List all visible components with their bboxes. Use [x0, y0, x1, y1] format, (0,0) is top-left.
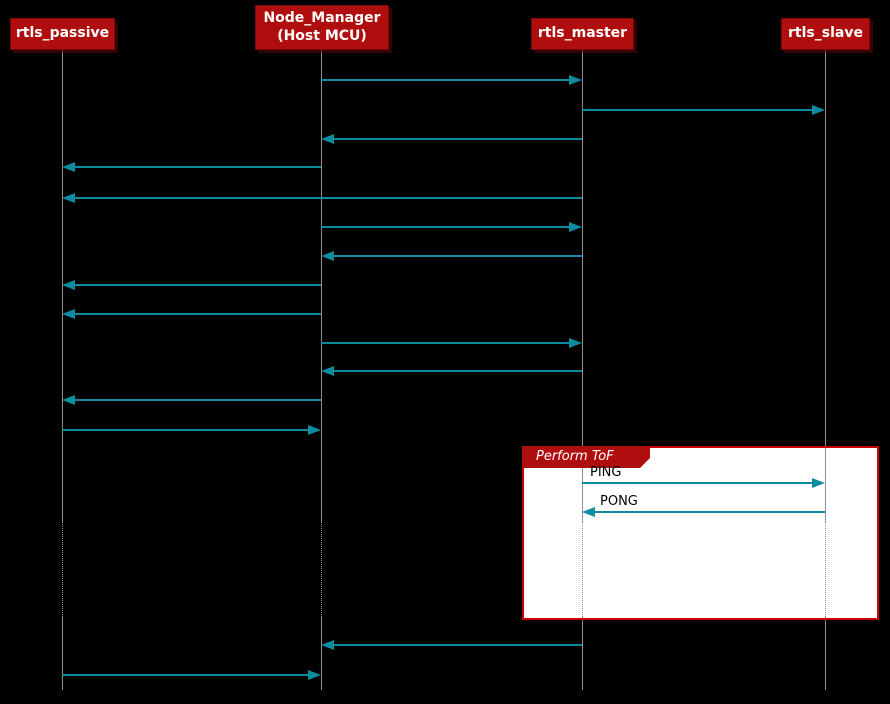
- group-message-arrow-line: [594, 511, 825, 513]
- participant-label-line2: (Host MCU): [277, 27, 367, 44]
- lifeline-delay: [582, 521, 583, 617]
- participant-rtls_master: rtls_master: [531, 18, 634, 50]
- message-arrow-arrowhead: [62, 395, 75, 405]
- group-message-arrow-arrowhead: [812, 478, 825, 488]
- participant-node_manager: Node_Manager(Host MCU): [255, 5, 389, 50]
- participant-rtls_slave: rtls_slave: [781, 18, 870, 50]
- message-arrow-line: [74, 197, 582, 199]
- message-arrow-arrowhead: [321, 640, 334, 650]
- group-message-arrow-arrowhead: [582, 507, 595, 517]
- message-arrow-arrowhead: [62, 162, 75, 172]
- message-arrow-arrowhead: [569, 338, 582, 348]
- group-title: Perform ToF: [536, 449, 614, 464]
- lifeline: [321, 50, 322, 521]
- participant-label: rtls_master: [537, 25, 628, 42]
- message-arrow-arrowhead: [308, 425, 321, 435]
- message-arrow-line: [333, 370, 582, 372]
- message-arrow-line: [62, 429, 309, 431]
- message-arrow-arrowhead: [62, 309, 75, 319]
- message-arrow-arrowhead: [308, 670, 321, 680]
- message-arrow-arrowhead: [62, 193, 75, 203]
- message-arrow-line: [321, 342, 570, 344]
- message-arrow-line: [321, 226, 570, 228]
- message-arrow-line: [74, 399, 321, 401]
- lifeline-delay: [62, 521, 63, 617]
- group-body: [522, 446, 879, 620]
- message-arrow-arrowhead: [569, 75, 582, 85]
- lifeline: [825, 50, 826, 521]
- message-arrow-arrowhead: [321, 251, 334, 261]
- group-message-arrow-line: [582, 482, 813, 484]
- message-arrow-line: [582, 109, 813, 111]
- lifeline: [582, 50, 583, 521]
- message-arrow-line: [62, 674, 309, 676]
- group-title-tab: Perform ToF: [522, 446, 650, 468]
- message-arrow-arrowhead: [321, 134, 334, 144]
- group-message-label: PONG: [600, 494, 638, 509]
- participant-label: rtls_slave: [788, 25, 863, 42]
- participant-rtls_passive: rtls_passive: [10, 18, 115, 50]
- lifeline: [582, 617, 583, 690]
- message-arrow-line: [74, 284, 321, 286]
- message-arrow-line: [74, 313, 321, 315]
- message-arrow-line: [333, 255, 582, 257]
- lifeline-delay: [321, 521, 322, 617]
- participant-label: Node_Manager: [263, 10, 381, 26]
- message-arrow-line: [333, 138, 582, 140]
- message-arrow-line: [321, 79, 570, 81]
- group-message-label: PING: [590, 465, 622, 480]
- message-arrow-arrowhead: [321, 366, 334, 376]
- message-arrow-line: [74, 166, 321, 168]
- participant-label: rtls_passive: [15, 25, 110, 42]
- lifeline: [321, 617, 322, 690]
- lifeline: [825, 617, 826, 690]
- lifeline-delay: [825, 521, 826, 617]
- group-perform-tof-frame: [522, 446, 879, 620]
- message-arrow-line: [333, 644, 582, 646]
- message-arrow-arrowhead: [569, 222, 582, 232]
- lifeline: [62, 617, 63, 690]
- message-arrow-arrowhead: [62, 280, 75, 290]
- message-arrow-arrowhead: [812, 105, 825, 115]
